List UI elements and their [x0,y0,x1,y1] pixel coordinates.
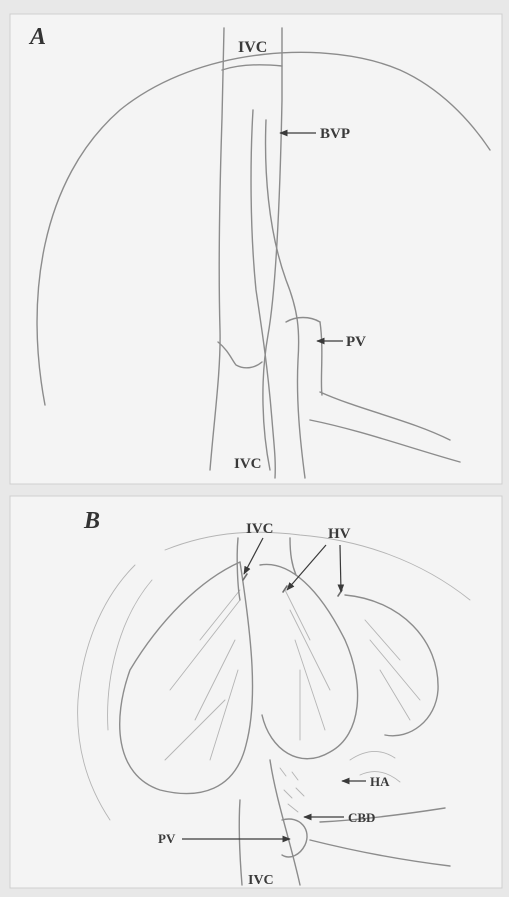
panel-b: B IVC HV HA [10,496,502,888]
panel-a-frame [10,14,502,484]
label-hv: HV [328,526,351,542]
panel-b-frame [10,496,502,888]
label-ivc-bottom-b: IVC [248,873,274,888]
label-pv-b: PV [158,831,176,846]
label-cbd: CBD [348,810,375,825]
label-pv-a: PV [346,334,366,350]
panel-a: A IVC BVP PV IVC [10,14,502,484]
panel-a-letter: A [28,24,46,50]
label-ivc-top-a: IVC [238,39,267,56]
label-bvp: BVP [320,126,350,142]
label-ivc-bottom-a: IVC [234,456,262,472]
panel-b-letter: B [83,508,100,534]
label-ivc-top-b: IVC [246,521,274,537]
label-ha: HA [370,774,390,789]
